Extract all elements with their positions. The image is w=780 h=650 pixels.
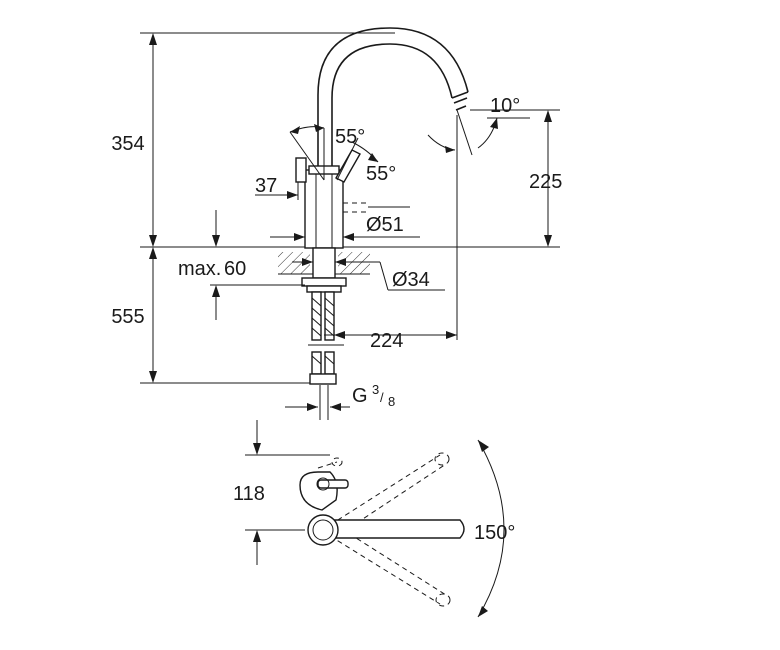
dim-total-height: 354 [111, 32, 395, 247]
top-view: 118 150° [233, 420, 515, 618]
label-mount-diameter: Ø34 [392, 269, 430, 291]
spout [317, 27, 469, 170]
label-spout-reach: 224 [370, 330, 403, 352]
label-spout-angle: 10° [490, 95, 520, 117]
label-total-height: 354 [111, 133, 144, 155]
lever-handle [295, 149, 361, 183]
dim-spout-angle: 10° [427, 95, 530, 156]
label-top-depth: 118 [233, 483, 265, 505]
dim-body-diameter: Ø51 [270, 202, 420, 241]
label-hose-length: 555 [111, 306, 144, 328]
top-spout [307, 514, 465, 546]
dim-thread-size: G 3 / 8 [285, 382, 395, 420]
side-view: 354 555 [111, 27, 562, 420]
label-max-deck-thickness: 60 [224, 258, 246, 280]
supply-hoses [308, 291, 344, 385]
label-thread-denominator: 8 [388, 394, 395, 409]
label-lever-offset: 37 [255, 175, 277, 197]
dim-lever-offset: 37 [255, 175, 299, 200]
dim-lever-angle-front: 55° [289, 124, 365, 181]
dim-top-depth: 118 [233, 420, 330, 565]
dim-lever-angle-side: 55° [336, 137, 396, 185]
label-thread-slash: / [380, 390, 384, 405]
label-swivel-angle: 150° [474, 522, 515, 544]
mounting-shank [301, 247, 347, 293]
deck-section [278, 252, 370, 275]
dim-hose-length: 555 [111, 247, 325, 384]
dim-max-deck-thickness: max. 60 [178, 210, 305, 320]
label-max-prefix: max. [178, 258, 221, 280]
dim-swivel-angle: 150° [474, 439, 515, 618]
label-body-diameter: Ø51 [366, 214, 404, 236]
label-lever-angle-side: 55° [366, 163, 396, 185]
label-thread-numerator: 3 [372, 382, 379, 397]
label-spout-height: 225 [529, 171, 562, 193]
dim-spout-height: 225 [470, 109, 562, 247]
dim-spout-reach: 224 [324, 115, 458, 352]
label-thread-letter: G [352, 385, 368, 407]
dim-mount-diameter: Ø34 [292, 258, 445, 291]
top-body [299, 471, 349, 511]
label-lever-angle-front: 55° [335, 126, 365, 148]
